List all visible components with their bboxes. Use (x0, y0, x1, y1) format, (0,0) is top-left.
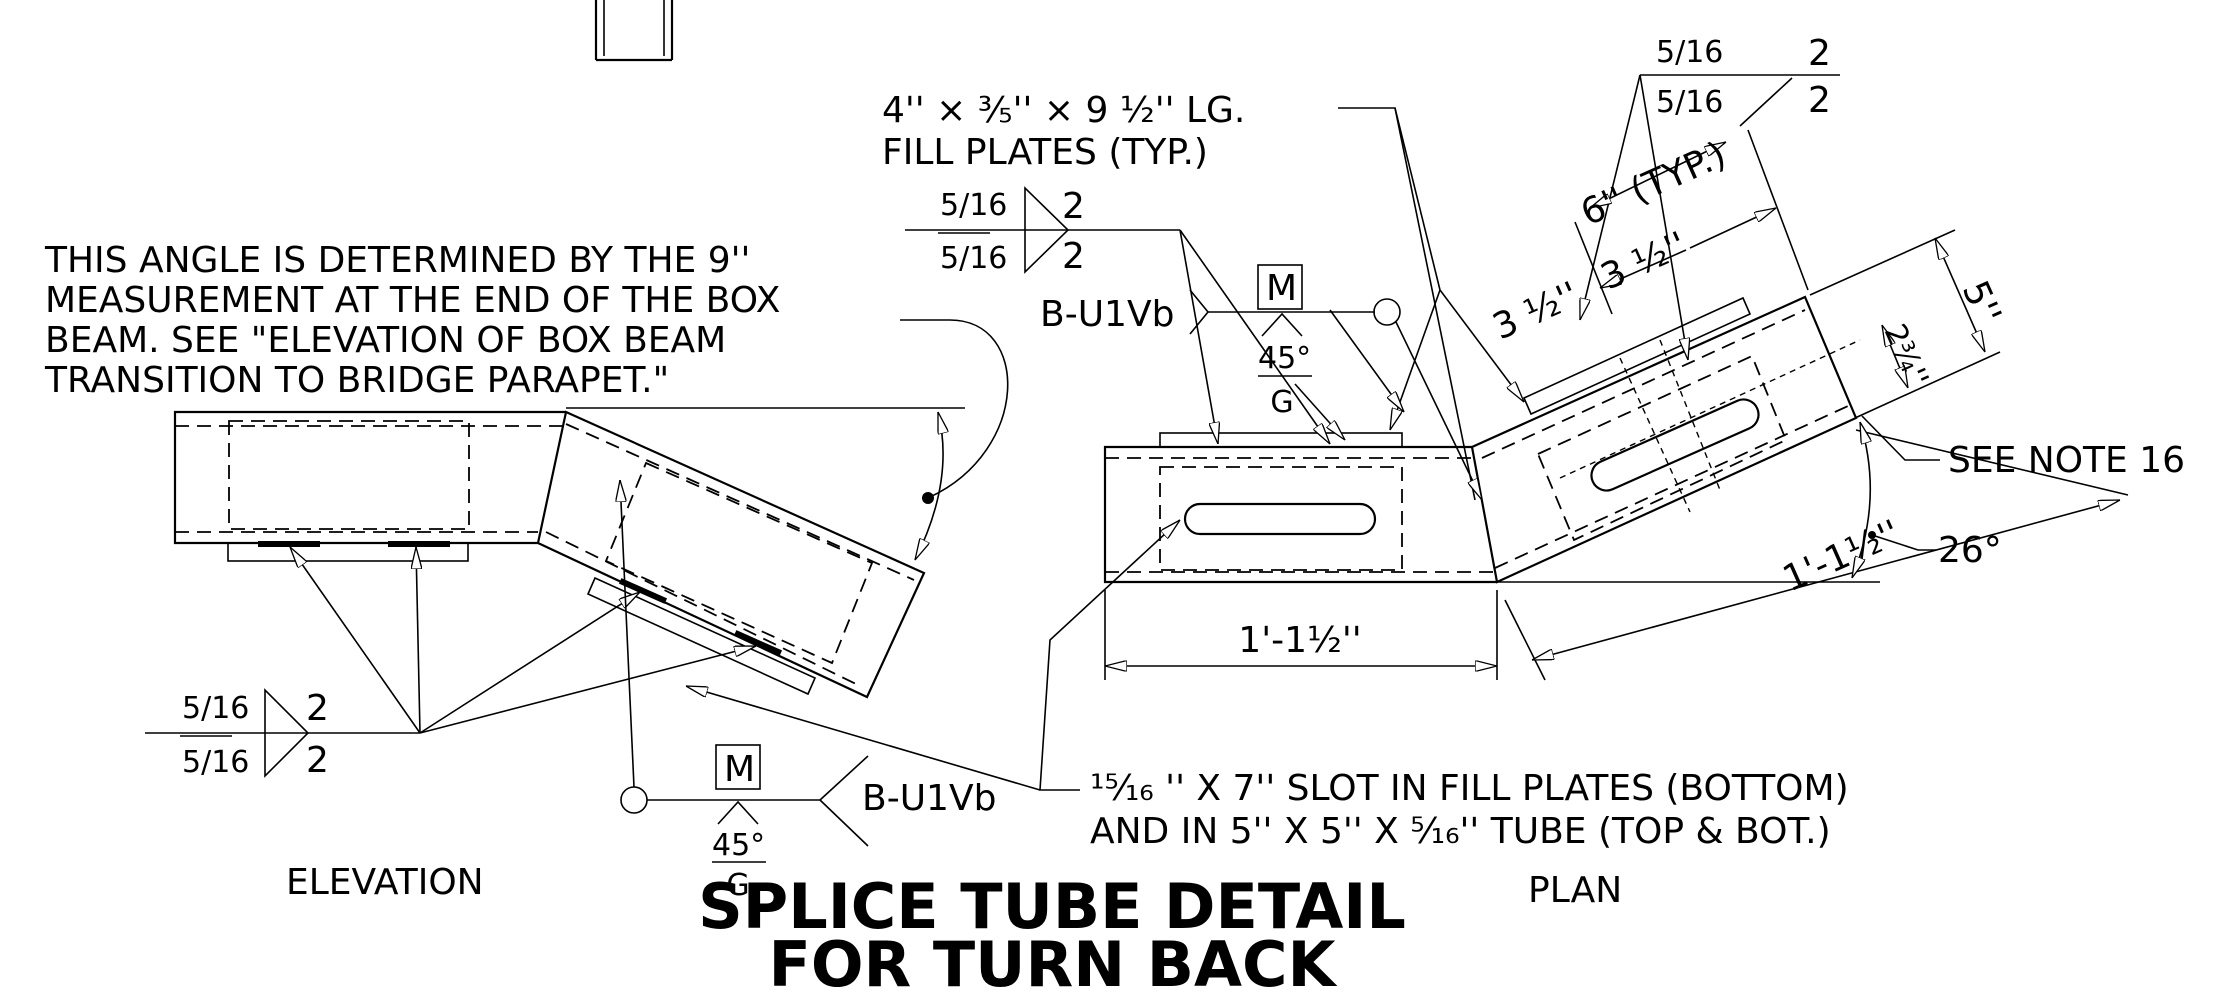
angle-note-line-2: MEASUREMENT AT THE END OF THE BOX (45, 280, 780, 321)
fill-plates-note: 4'' × ⅗'' × 9 ½'' LG. FILL PLATES (TYP.) (882, 90, 1525, 501)
elevation-fillet-weld: 5/16 5/16 2 2 (145, 547, 756, 781)
weld-size-top: 5/16 (182, 691, 249, 726)
weld-length-bottom: 2 (306, 740, 329, 781)
weld-length-top: 2 (306, 688, 329, 729)
elev-weld-finish: G (726, 868, 749, 903)
top-weld-size-bottom: 5/16 (1656, 85, 1723, 120)
angle-note: THIS ANGLE IS DETERMINED BY THE 9'' MEAS… (44, 240, 1009, 560)
top-stub (594, 0, 674, 62)
dim-plan-straight: 1'-1½'' (1238, 620, 1361, 661)
plan-weld-size-bottom: 5/16 (940, 241, 1007, 276)
top-weld-length-top: 2 (1808, 33, 1831, 74)
plan-weld-finish: G (1270, 385, 1293, 420)
plan-weld-size-top: 5/16 (940, 188, 1007, 223)
dim-half-a: 3 ½'' (1487, 275, 1585, 349)
plan-weld-mark: M (1266, 268, 1297, 309)
fill-plates-line-2: FILL PLATES (TYP.) (882, 132, 1208, 173)
detail-title: SPLICE TUBE DETAIL FOR TURN BACK (698, 870, 1406, 993)
title-line-2: FOR TURN BACK (768, 928, 1337, 993)
angle-note-line-4: TRANSITION TO BRIDGE PARAPET." (44, 360, 669, 401)
plan-weld-length-top: 2 (1062, 186, 1085, 227)
dim-offset: 2¾'' (1877, 319, 1935, 392)
top-weld-length-bottom: 2 (1808, 80, 1831, 121)
dim-tube-width: 5'' (1954, 275, 2009, 331)
plan-groove-weld: M 45° G B-U1Vb (1040, 264, 1483, 500)
plan-label: PLAN (1528, 870, 1622, 911)
dim-typ: 6'' (TYP.) (1575, 134, 1732, 234)
elevation-label: ELEVATION (286, 862, 484, 903)
dim-angle: 26° (1938, 530, 2002, 571)
elevation-groove-weld: M 45° G B-U1Vb (620, 480, 996, 903)
slot-note-line-2: AND IN 5'' X 5'' X ⁵⁄₁₆'' TUBE (TOP & BO… (1090, 811, 1831, 852)
weld-size-bottom: 5/16 (182, 745, 249, 780)
plan-fillet-weld: 5/16 5/16 2 2 (905, 186, 1331, 444)
dim-plan-angled: 1'-1½'' (1777, 513, 1906, 601)
plan-top-fillet-weld: 5/16 5/16 2 2 (1579, 33, 1840, 360)
plan-weld-length-bottom: 2 (1062, 236, 1085, 277)
title-line-1: SPLICE TUBE DETAIL (698, 870, 1406, 943)
plan-tube (1103, 295, 1861, 584)
plan-weld-process: B-U1Vb (1040, 294, 1174, 335)
plan-weld-angle: 45° (1258, 341, 1311, 376)
elev-weld-process: B-U1Vb (862, 778, 996, 819)
angle-note-line-1: THIS ANGLE IS DETERMINED BY THE 9'' (44, 240, 750, 281)
elevation-tube (173, 410, 926, 699)
elev-weld-angle: 45° (712, 828, 765, 863)
elev-weld-mark: M (724, 749, 755, 790)
slot-note-line-1: ¹⁵⁄₁₆ '' X 7'' SLOT IN FILL PLATES (BOTT… (1090, 768, 1849, 809)
fill-plates-line-1: 4'' × ⅗'' × 9 ½'' LG. (882, 90, 1245, 131)
slot-note: ¹⁵⁄₁₆ '' X 7'' SLOT IN FILL PLATES (BOTT… (686, 519, 1849, 852)
see-note-label: SEE NOTE 16 (1948, 440, 2185, 481)
angle-note-line-3: BEAM. SEE "ELEVATION OF BOX BEAM (45, 320, 726, 361)
top-weld-size-top: 5/16 (1656, 35, 1723, 70)
dim-half-b: 3 ½'' (1595, 225, 1693, 299)
